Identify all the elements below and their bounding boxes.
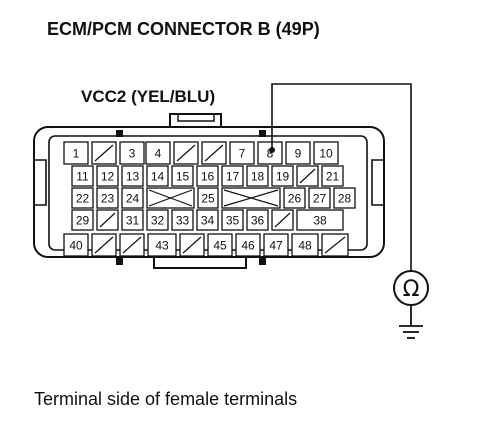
terminal-25: 25 <box>197 187 219 209</box>
terminal-number: 21 <box>326 170 340 184</box>
terminal-number: 33 <box>176 214 190 228</box>
terminal-blank <box>321 233 349 257</box>
terminal-number: 46 <box>241 239 255 253</box>
caption: Terminal side of female terminals <box>34 389 297 409</box>
terminal-32: 32 <box>146 209 169 231</box>
terminal-number: 27 <box>313 192 327 206</box>
terminal-number: 15 <box>176 170 190 184</box>
terminal-43: 43 <box>147 233 177 257</box>
terminal-8: 8 <box>257 141 283 165</box>
terminal-9: 9 <box>285 141 311 165</box>
probe-lead <box>268 83 412 271</box>
terminal-blank <box>271 209 294 231</box>
terminal-number: 19 <box>276 170 290 184</box>
terminal-1: 1 <box>63 141 89 165</box>
terminal-15: 15 <box>171 165 194 187</box>
ground-icon <box>399 305 423 339</box>
ohm-symbol: Ω <box>403 277 420 302</box>
terminal-21: 21 <box>321 165 344 187</box>
terminal-14: 14 <box>146 165 169 187</box>
terminal-number: 16 <box>201 170 215 184</box>
terminal-number: 18 <box>251 170 265 184</box>
terminal-46: 46 <box>235 233 261 257</box>
terminal-36: 36 <box>246 209 269 231</box>
terminal-number: 7 <box>239 147 246 161</box>
ohmmeter-icon: Ω <box>393 270 429 306</box>
terminal-blank <box>296 165 319 187</box>
terminal-number: 32 <box>151 214 165 228</box>
terminal-13: 13 <box>121 165 144 187</box>
terminal-number: 36 <box>251 214 265 228</box>
terminal-31: 31 <box>121 209 144 231</box>
terminal-4: 4 <box>145 141 171 165</box>
terminal-blank <box>91 141 117 165</box>
terminal-28: 28 <box>333 187 356 209</box>
terminal-34: 34 <box>196 209 219 231</box>
terminal-number: 47 <box>269 239 283 253</box>
terminal-blank <box>91 233 117 257</box>
terminal-number: 3 <box>129 147 136 161</box>
terminal-number: 9 <box>295 147 302 161</box>
terminal-number: 43 <box>155 239 169 253</box>
terminal-35: 35 <box>221 209 244 231</box>
terminal-18: 18 <box>246 165 269 187</box>
terminal-number: 40 <box>69 239 83 253</box>
terminal-number: 23 <box>101 192 115 206</box>
terminal-17: 17 <box>221 165 244 187</box>
terminal-number: 17 <box>226 170 240 184</box>
terminal-number: 11 <box>76 170 89 184</box>
terminal-33: 33 <box>171 209 194 231</box>
terminal-number: 8 <box>267 147 274 161</box>
terminal-number: 28 <box>338 192 352 206</box>
terminal-number: 31 <box>126 214 140 228</box>
terminal-number: 48 <box>298 239 312 253</box>
terminal-blank <box>173 141 199 165</box>
terminal-22: 22 <box>71 187 94 209</box>
terminal-26: 26 <box>283 187 306 209</box>
terminal-12: 12 <box>96 165 119 187</box>
terminal-16: 16 <box>196 165 219 187</box>
terminal-number: 12 <box>101 170 115 184</box>
terminal-number: 29 <box>76 214 90 228</box>
terminal-number: 1 <box>73 147 80 161</box>
terminal-blank <box>221 187 281 209</box>
terminal-blank <box>119 233 145 257</box>
terminal-number: 14 <box>151 170 165 184</box>
terminal-23: 23 <box>96 187 119 209</box>
terminal-number: 10 <box>319 147 333 161</box>
probe-label: VCC2 (YEL/BLU) <box>81 87 215 106</box>
terminal-blank <box>201 141 227 165</box>
terminal-number: 26 <box>288 192 302 206</box>
terminal-blank <box>146 187 195 209</box>
terminal-29: 29 <box>71 209 94 231</box>
terminal-number: 45 <box>213 239 227 253</box>
terminal-number: 34 <box>201 214 215 228</box>
terminal-number: 25 <box>201 192 215 206</box>
terminal-11: 11 <box>71 165 94 187</box>
terminal-40: 40 <box>63 233 89 257</box>
terminal-number: 35 <box>226 214 240 228</box>
terminal-7: 7 <box>229 141 255 165</box>
terminal-38: 38 <box>296 209 344 231</box>
terminal-number: 4 <box>155 147 162 161</box>
terminal-blank <box>179 233 205 257</box>
terminal-27: 27 <box>308 187 331 209</box>
terminal-48: 48 <box>291 233 319 257</box>
terminal-47: 47 <box>263 233 289 257</box>
terminal-24: 24 <box>121 187 144 209</box>
terminal-45: 45 <box>207 233 233 257</box>
diagram-title: ECM/PCM CONNECTOR B (49P) <box>47 19 320 39</box>
terminal-10: 10 <box>313 141 339 165</box>
terminal-3: 3 <box>119 141 145 165</box>
terminal-blank <box>96 209 119 231</box>
terminal-number: 38 <box>313 214 327 228</box>
terminal-number: 13 <box>126 170 140 184</box>
terminal-19: 19 <box>271 165 294 187</box>
terminal-number: 24 <box>126 192 140 206</box>
terminal-number: 22 <box>76 192 90 206</box>
